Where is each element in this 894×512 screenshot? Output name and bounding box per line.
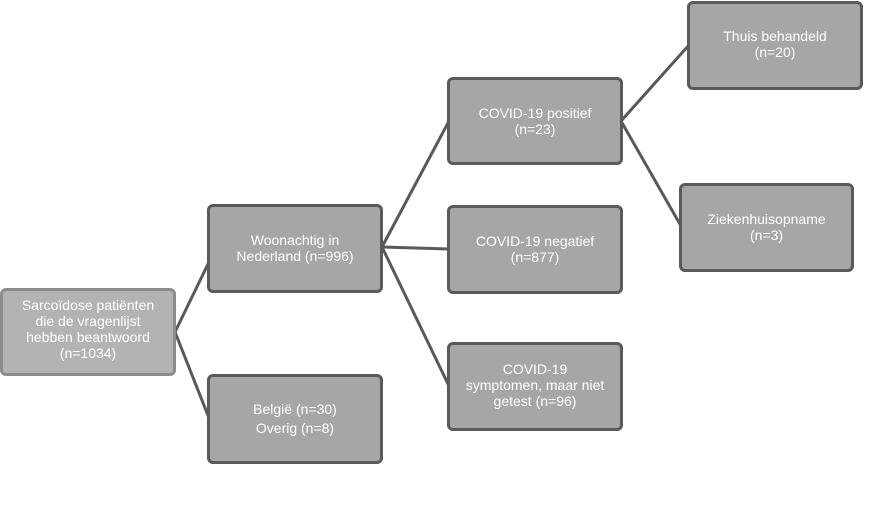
node-covid-symptoms-untested: COVID-19 symptomen, maar niet getest (n=…	[447, 342, 623, 431]
node-covid-positive-line-1: COVID-19 positief	[478, 105, 592, 121]
node-belgium-other: België (n=30) Overig (n=8)	[207, 374, 383, 464]
node-netherlands-line-1: Woonachtig in	[250, 232, 340, 248]
node-covid-negative: COVID-19 negatief (n=877)	[447, 205, 623, 294]
node-covid-symptoms-line-3: getest (n=96)	[493, 393, 577, 409]
node-root-line-4: (n=1034)	[59, 345, 117, 361]
connector-root-to-belgium-other	[173, 330, 211, 420]
node-treated-home-line-1: Thuis behandeld	[723, 28, 827, 44]
connector-netherlands-to-covid-positive	[380, 119, 451, 249]
node-covid-negative-line-2: (n=877)	[510, 249, 560, 265]
node-covid-positive: COVID-19 positief (n=23)	[447, 77, 623, 165]
node-treated-home-line-2: (n=20)	[754, 44, 796, 60]
connector-netherlands-to-covid-symptoms	[380, 245, 451, 388]
node-root-respondents: Sarcoïdose patiënten die de vragenlijst …	[0, 288, 176, 376]
node-hospitalised: Ziekenhuisopname (n=3)	[679, 183, 854, 272]
node-other-line: Overig (n=8)	[255, 420, 335, 436]
connector-covid-positive-to-treated-home	[619, 43, 691, 123]
node-covid-negative-line-1: COVID-19 negatief	[475, 233, 595, 249]
node-root-line-3: hebben beantwoord	[26, 329, 150, 345]
connector-netherlands-to-covid-negative	[380, 245, 451, 251]
connector-root-to-netherlands	[173, 260, 211, 334]
node-root-line-2: die de vragenlijst	[35, 313, 141, 329]
node-netherlands: Woonachtig in Nederland (n=996)	[207, 204, 383, 293]
connector-covid-positive-to-hospitalised	[619, 119, 683, 228]
node-hospitalised-line-2: (n=3)	[749, 227, 784, 243]
node-covid-symptoms-line-2: symptomen, maar niet	[465, 377, 605, 393]
node-treated-at-home: Thuis behandeld (n=20)	[687, 1, 863, 90]
node-covid-symptoms-line-1: COVID-19	[502, 361, 568, 377]
node-hospitalised-line-1: Ziekenhuisopname	[707, 211, 826, 227]
node-root-line-1: Sarcoïdose patiënten	[21, 297, 155, 313]
node-netherlands-line-2: Nederland (n=996)	[236, 248, 354, 264]
node-covid-positive-line-2: (n=23)	[514, 121, 556, 137]
node-belgium-line: België (n=30)	[253, 401, 337, 417]
